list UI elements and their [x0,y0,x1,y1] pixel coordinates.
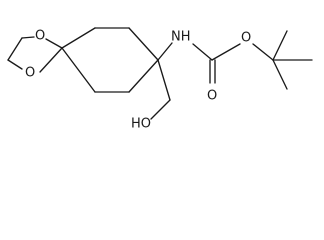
atom-label-nh: NH [171,30,191,45]
bond-o-ester-tbu [252,43,274,61]
structure-diagram: O O NH O O HO [7,27,313,132]
atom-label-o-ketal-bottom: O [25,66,35,81]
atom-label-o-carbonyl: O [207,89,217,104]
bond-ch2-o-top [21,36,35,39]
bond-carbonyl-o-ester [211,43,241,61]
bond-o-bottom-spiro [39,47,63,73]
bonds [7,27,313,120]
bond-tbu-top [272,30,288,61]
bond-spiro-c2 [61,27,96,49]
atom-label-o-ketal-top: O [35,29,45,44]
bond-c4-n [157,42,173,61]
bond-c6-spiro [61,47,96,93]
bond-o-top-spiro [45,38,63,49]
bond-ch2-o-bottom [7,59,23,70]
atom-labels: O O NH O O HO [25,29,251,132]
bond-c4-ch2 [157,59,171,101]
bond-ring-ch2-ch2 [7,37,23,61]
bond-c3-c4 [128,27,159,61]
molecule-structure: O O NH O O HO [7,27,313,132]
bond-tbu-bottom [272,59,288,90]
bond-c4-c5 [128,59,159,93]
atom-label-o-ester: O [241,31,251,46]
bond-n-carbonyl [192,43,213,61]
atom-label-hydroxyl: HO [131,117,151,132]
bond-ch2-oh [150,99,171,120]
